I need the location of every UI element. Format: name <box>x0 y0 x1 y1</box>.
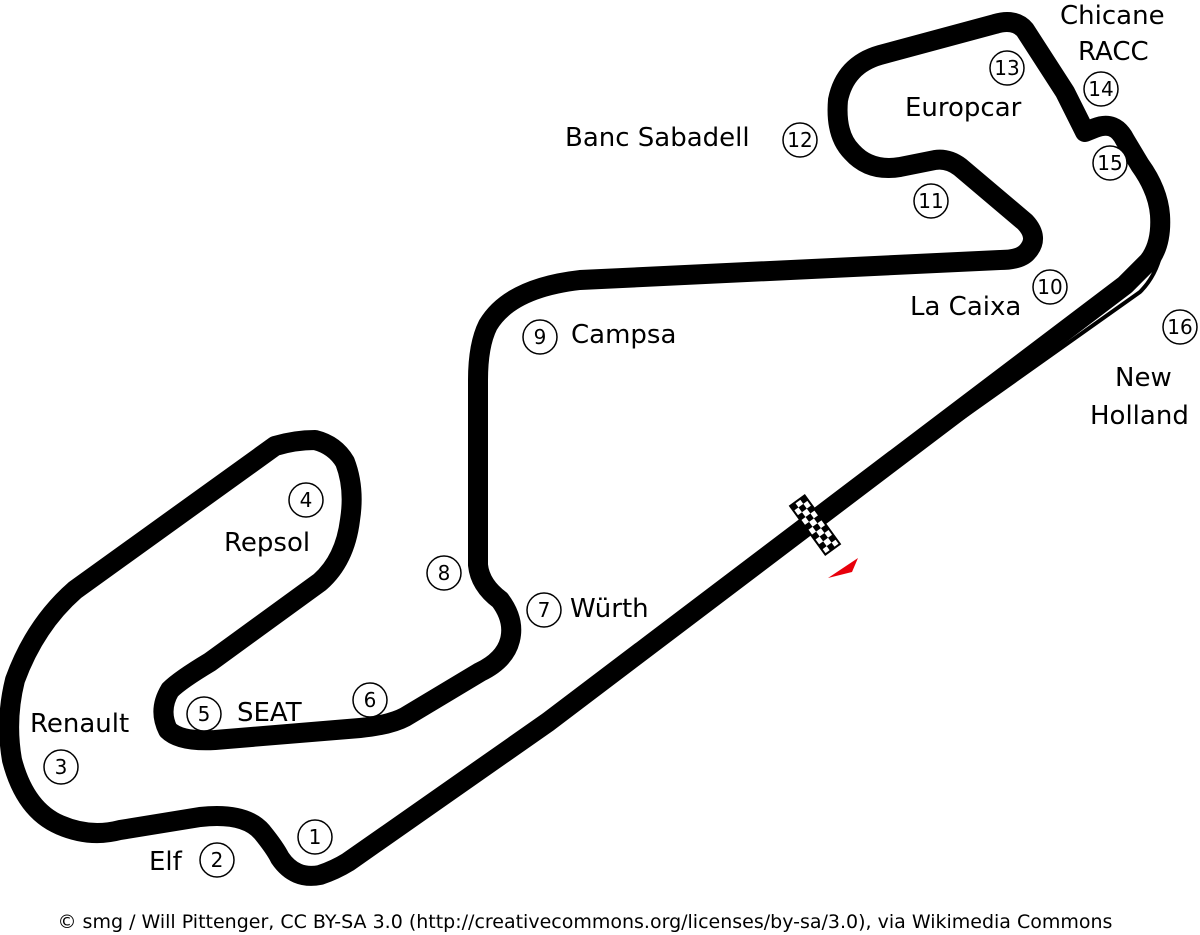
turn-marker-5: 5 <box>186 696 222 732</box>
turn-marker-9: 9 <box>522 319 558 355</box>
turn-marker-15: 15 <box>1092 145 1128 181</box>
turn-marker-14: 14 <box>1083 71 1119 107</box>
label-campsa: Campsa <box>571 320 676 350</box>
svg-text:10: 10 <box>1037 275 1062 299</box>
svg-text:12: 12 <box>787 128 812 152</box>
turn-marker-12: 12 <box>782 122 818 158</box>
label-chicane: Chicane <box>1060 1 1165 31</box>
turn-marker-16: 16 <box>1162 309 1198 345</box>
label-banc-sabadell: Banc Sabadell <box>565 123 750 153</box>
track-outline <box>0 12 1171 886</box>
label-europcar: Europcar <box>905 93 1022 123</box>
label-wurth: Würth <box>570 594 649 624</box>
turn-marker-11: 11 <box>913 183 949 219</box>
turn-marker-8: 8 <box>426 555 462 591</box>
attribution-text: © smg / Will Pittenger, CC BY-SA 3.0 (ht… <box>58 911 1113 933</box>
direction-arrow-icon <box>828 558 858 578</box>
svg-text:16: 16 <box>1167 315 1192 339</box>
svg-text:11: 11 <box>918 189 943 213</box>
turn-marker-13: 13 <box>989 50 1025 86</box>
svg-text:6: 6 <box>364 688 377 712</box>
label-elf: Elf <box>149 847 183 877</box>
svg-text:1: 1 <box>309 825 322 849</box>
turn-marker-10: 10 <box>1032 269 1068 305</box>
label-renault: Renault <box>30 709 129 739</box>
svg-text:4: 4 <box>300 488 313 512</box>
svg-text:13: 13 <box>994 56 1019 80</box>
label-new: New <box>1115 363 1172 393</box>
label-racc: RACC <box>1078 37 1149 67</box>
svg-text:2: 2 <box>211 848 224 872</box>
turn-marker-1: 1 <box>297 819 333 855</box>
svg-text:3: 3 <box>55 755 68 779</box>
svg-text:14: 14 <box>1088 77 1113 101</box>
label-repsol: Repsol <box>224 528 310 558</box>
svg-text:5: 5 <box>198 702 211 726</box>
label-la-caixa: La Caixa <box>910 292 1021 322</box>
svg-text:7: 7 <box>538 598 551 622</box>
svg-text:15: 15 <box>1097 151 1122 175</box>
svg-text:9: 9 <box>534 325 547 349</box>
label-holland: Holland <box>1090 401 1189 431</box>
pit-lane <box>538 193 1166 722</box>
turn-marker-6: 6 <box>352 682 388 718</box>
label-seat: SEAT <box>237 698 302 728</box>
turn-marker-2: 2 <box>199 842 235 878</box>
start-finish-line <box>788 494 842 556</box>
svg-text:8: 8 <box>438 561 451 585</box>
turn-marker-4: 4 <box>288 482 324 518</box>
turn-marker-3: 3 <box>43 749 79 785</box>
turn-marker-7: 7 <box>526 592 562 628</box>
